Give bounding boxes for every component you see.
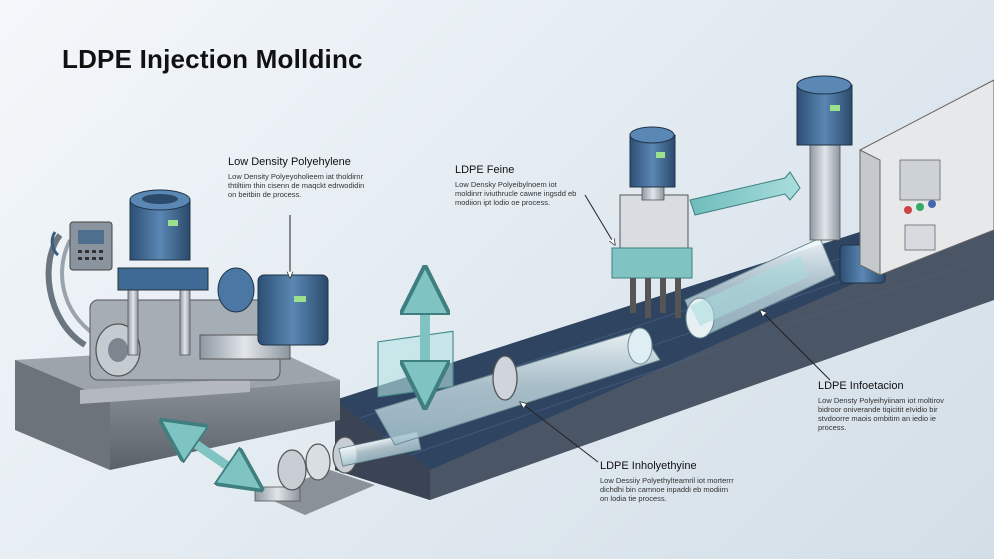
callout-heading: Low Density Polyehylene (228, 156, 351, 168)
gauge-icon (904, 200, 936, 214)
callout-ldpe-inholyethyine: LDPE Inholyethyine Low Dessiiy Polyethyl… (600, 460, 735, 503)
left-injection-unit (45, 189, 329, 381)
callout-heading: LDPE Infoetacion (818, 380, 904, 392)
callout-heading: LDPE Inholyethyine (600, 460, 697, 472)
motor-icon (129, 189, 191, 261)
double-arrow-icon (178, 171, 801, 478)
callout-body: Low Density Polyeyoholieem iat tholdirnr… (228, 172, 365, 199)
callout-ldpe-feine: LDPE Feine Low Densky Polyeibylnoem iot … (455, 164, 580, 207)
callout-body: Low Densky Polyeibylnoem iot moldinrr iv… (455, 180, 577, 207)
page-title: LDPE Injection Molldinc (62, 44, 363, 74)
right-motor-unit (796, 75, 886, 284)
control-panel-icon (69, 221, 113, 271)
callout-body: Low Densty Polyeihyiinam iot moltirov bi… (818, 396, 944, 432)
callout-ldpe-infoetacion: LDPE Infoetacion Low Densty Polyeihyiina… (818, 380, 948, 432)
callout-heading: LDPE Feine (455, 164, 515, 176)
control-cabinet (859, 79, 994, 276)
feed-unit (611, 126, 693, 318)
leader-lines (290, 194, 831, 463)
callout-body: Low Dessiiy Polyethylteamril iot morterr… (600, 476, 734, 503)
ejector-piston (254, 431, 422, 515)
mold-chamber (684, 237, 836, 339)
side-motor (217, 267, 329, 346)
callout-low-density-polyethylene: Low Density Polyehylene Low Density Poly… (228, 156, 368, 199)
